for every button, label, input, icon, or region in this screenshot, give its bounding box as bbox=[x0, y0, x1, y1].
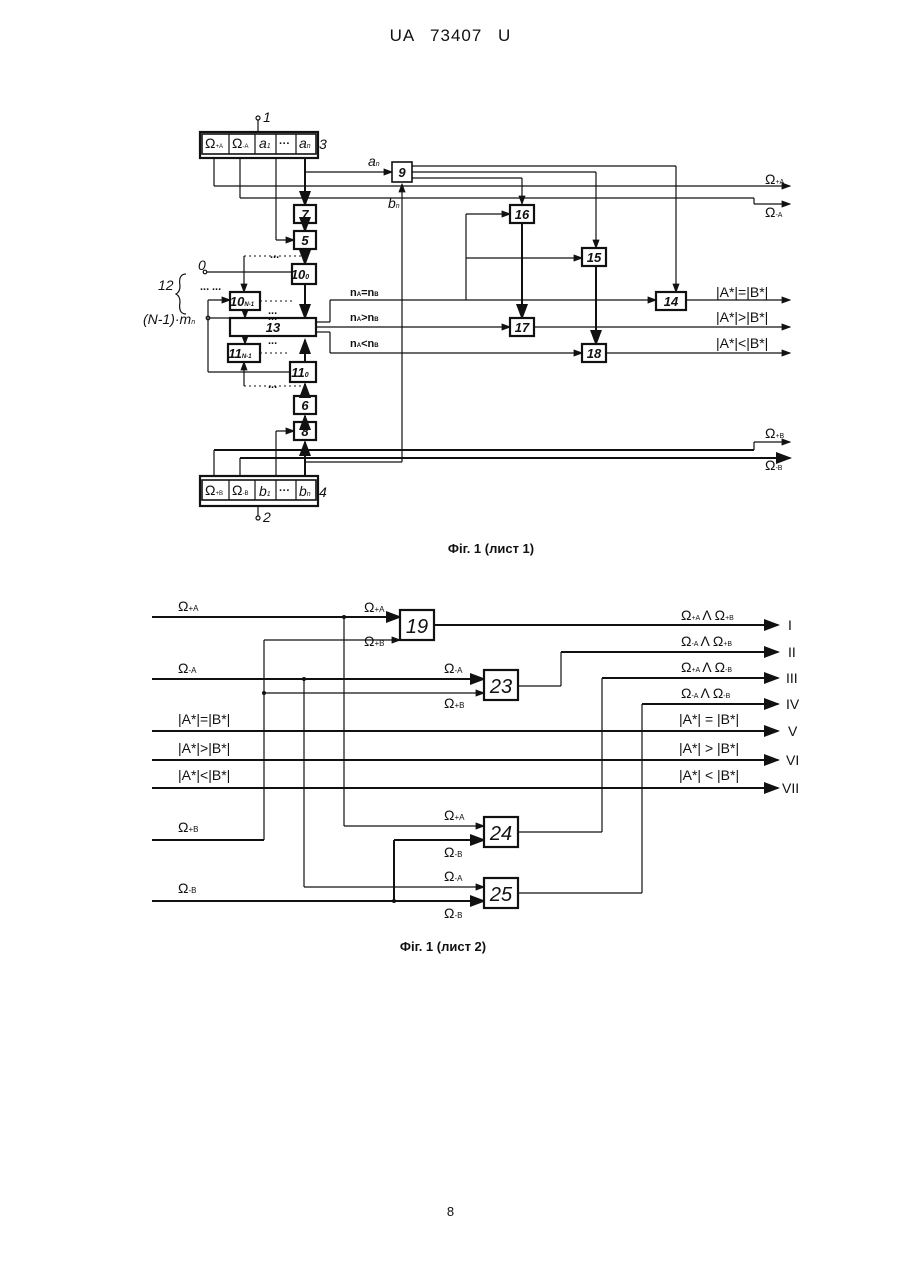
svg-text:Ω+A: Ω+A bbox=[364, 599, 385, 615]
svg-text:2: 2 bbox=[262, 509, 271, 525]
figure-2-caption: Фіг. 1 (лист 2) bbox=[400, 939, 486, 954]
svg-text:5: 5 bbox=[301, 233, 309, 248]
figure-1-sheet-1: 1 Ω+A Ω-A a1 ··· an 3 Ω+A Ω-A bbox=[143, 109, 790, 556]
svg-text:IV: IV bbox=[786, 696, 800, 712]
svg-text:II: II bbox=[788, 644, 796, 660]
svg-text:···: ··· bbox=[279, 138, 290, 150]
svg-text:Ω-B: Ω-B bbox=[444, 844, 462, 860]
svg-text:16: 16 bbox=[515, 207, 530, 222]
svg-text:Ω-B: Ω-B bbox=[444, 905, 462, 921]
svg-text:...: ... bbox=[268, 379, 277, 391]
svg-text:Ω+A: Ω+A bbox=[178, 598, 199, 614]
terminal-1: 1 bbox=[256, 109, 271, 132]
svg-text:Ω-B: Ω-B bbox=[765, 457, 783, 473]
svg-text:...: ... bbox=[212, 281, 221, 293]
svg-text:···: ··· bbox=[279, 485, 290, 497]
svg-text:Ω-AΛΩ+B: Ω-AΛΩ+B bbox=[681, 633, 732, 649]
svg-text:...: ... bbox=[200, 281, 209, 293]
svg-text:4: 4 bbox=[319, 484, 327, 500]
svg-text:Ω+B: Ω+B bbox=[364, 633, 384, 649]
svg-text:I: I bbox=[788, 617, 792, 633]
svg-text:9: 9 bbox=[398, 165, 406, 180]
svg-text:Ω-B: Ω-B bbox=[178, 880, 196, 896]
svg-text:|A*|>|B*|: |A*|>|B*| bbox=[716, 309, 768, 325]
svg-text:|A*| < |B*|: |A*| < |B*| bbox=[679, 767, 739, 783]
svg-text:Ω-A: Ω-A bbox=[444, 868, 463, 884]
svg-text:Ω-A: Ω-A bbox=[444, 660, 463, 676]
terminal-2: 2 bbox=[256, 506, 271, 525]
svg-text:Ω+AΛΩ-B: Ω+AΛΩ-B bbox=[681, 659, 732, 675]
svg-text:nA<nB: nA<nB bbox=[350, 338, 379, 350]
svg-text:Ω-A: Ω-A bbox=[765, 204, 783, 220]
svg-text:23: 23 bbox=[489, 676, 512, 698]
svg-text:|A*| > |B*|: |A*| > |B*| bbox=[679, 740, 739, 756]
svg-text:8: 8 bbox=[301, 424, 309, 439]
svg-text:24: 24 bbox=[489, 823, 512, 845]
svg-text:VI: VI bbox=[786, 752, 799, 768]
svg-text:3: 3 bbox=[319, 136, 327, 152]
svg-text:...: ... bbox=[270, 249, 279, 261]
svg-text:14: 14 bbox=[664, 294, 679, 309]
svg-text:Ω+A: Ω+A bbox=[765, 171, 785, 187]
svg-text:an: an bbox=[368, 153, 380, 169]
svg-text:15: 15 bbox=[587, 250, 602, 265]
svg-text:Ω+B: Ω+B bbox=[444, 695, 464, 711]
svg-text:Ω-AΛΩ-B: Ω-AΛΩ-B bbox=[681, 685, 731, 701]
svg-text:1: 1 bbox=[263, 109, 271, 125]
svg-text:|A*|=|B*|: |A*|=|B*| bbox=[178, 711, 230, 727]
svg-text:|A*| = |B*|: |A*| = |B*| bbox=[679, 711, 739, 727]
svg-text:12: 12 bbox=[158, 277, 174, 293]
svg-text:|A*|<|B*|: |A*|<|B*| bbox=[178, 767, 230, 783]
svg-text:19: 19 bbox=[406, 616, 428, 638]
svg-text:Ω+B: Ω+B bbox=[178, 819, 198, 835]
svg-text:nA>nB: nA>nB bbox=[350, 312, 379, 324]
svg-text:|A*|<|B*|: |A*|<|B*| bbox=[716, 335, 768, 351]
svg-text:Ω+AΛΩ+B: Ω+AΛΩ+B bbox=[681, 607, 734, 623]
figure-1-caption: Фіг. 1 (лист 1) bbox=[448, 541, 534, 556]
svg-text:25: 25 bbox=[489, 884, 513, 906]
register-b: Ω+B Ω-B b1 ··· bn 4 bbox=[200, 476, 327, 506]
svg-text:6: 6 bbox=[301, 398, 309, 413]
svg-text:nA=nB: nA=nB bbox=[350, 287, 379, 299]
svg-text:III: III bbox=[786, 670, 798, 686]
svg-text:Ω+A: Ω+A bbox=[444, 807, 465, 823]
page-number: 8 bbox=[0, 1204, 901, 1219]
svg-text:(N-1)·mn: (N-1)·mn bbox=[143, 311, 195, 327]
svg-text:|A*|>|B*|: |A*|>|B*| bbox=[178, 740, 230, 756]
figure-1-sheet-2: Ω+A Ω-A |A*|=|B*| |A*|>|B*| |A*|<|B*| Ω+… bbox=[152, 598, 800, 954]
svg-text:|A*|=|B*|: |A*|=|B*| bbox=[716, 284, 768, 300]
svg-text:18: 18 bbox=[587, 346, 602, 361]
register-a: Ω+A Ω-A a1 ··· an 3 bbox=[200, 132, 327, 158]
svg-text:17: 17 bbox=[515, 320, 530, 335]
svg-text:...: ... bbox=[268, 335, 277, 347]
svg-text:Ω-A: Ω-A bbox=[178, 660, 197, 676]
svg-text:VII: VII bbox=[782, 780, 799, 796]
svg-text:Ω+B: Ω+B bbox=[765, 425, 785, 441]
svg-text:V: V bbox=[788, 723, 798, 739]
svg-text:7: 7 bbox=[301, 207, 309, 222]
svg-text:...: ... bbox=[268, 311, 277, 323]
